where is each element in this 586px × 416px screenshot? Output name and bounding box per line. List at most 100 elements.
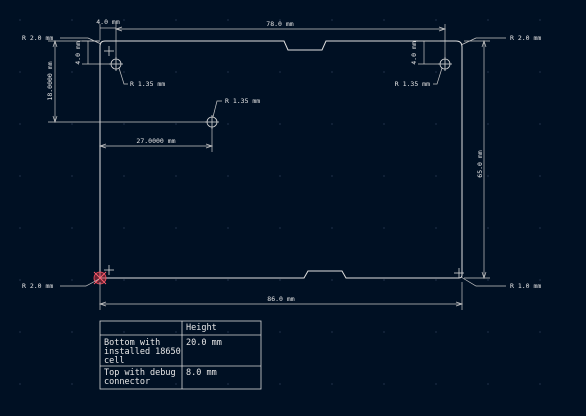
grid-dot: [175, 19, 177, 21]
grid-dot: [71, 175, 73, 177]
grid-dot: [71, 19, 73, 21]
radius-hole-center-label: R 1.35 mm: [225, 97, 260, 105]
crosshair-bottom-left: [104, 265, 114, 275]
grid-dot: [539, 227, 541, 229]
radius-corner-top-left: R 2.0 mm: [22, 34, 102, 45]
radius-hole-right: R 1.35 mm: [395, 67, 443, 88]
hole-right: [438, 57, 452, 71]
grid-dot: [331, 71, 333, 73]
grid-dot: [123, 383, 125, 385]
dimension-width-bottom: 86.0 mm: [98, 282, 464, 310]
grid-dot: [227, 279, 229, 281]
grid-dot: [487, 331, 489, 333]
radius-corner-bottom-right: R 1.0 mm: [460, 276, 541, 290]
grid-dot: [279, 175, 281, 177]
grid-dot: [123, 227, 125, 229]
grid-dot: [19, 331, 21, 333]
table-row-top-value: 8.0 mm: [186, 368, 217, 378]
grid-dot: [175, 175, 177, 177]
grid-dot: [331, 331, 333, 333]
grid-dot: [539, 175, 541, 177]
dimension-hole-offset-x-label: 4.0 mm: [96, 18, 120, 26]
grid-dot: [539, 383, 541, 385]
grid-dots: [19, 19, 541, 385]
radius-hole-left: R 1.35 mm: [118, 67, 165, 88]
grid-dot: [227, 19, 229, 21]
grid-dot: [487, 19, 489, 21]
grid-dot: [175, 331, 177, 333]
grid-dot: [435, 279, 437, 281]
dimension-center-hole-x-label: 27.0000 mm: [136, 137, 175, 145]
grid-dot: [435, 123, 437, 125]
grid-dot: [279, 279, 281, 281]
grid-dot: [279, 71, 281, 73]
grid-dot: [331, 383, 333, 385]
grid-dot: [19, 227, 21, 229]
radius-hole-right-label: R 1.35 mm: [395, 80, 430, 88]
crosshair-top-left: [104, 46, 114, 56]
grid-dot: [331, 279, 333, 281]
grid-dot: [383, 227, 385, 229]
grid-dot: [19, 123, 21, 125]
grid-dot: [279, 383, 281, 385]
table-row-bottom-label: Bottom with installed 18650 cell: [104, 338, 181, 366]
grid-dot: [71, 383, 73, 385]
dimension-hole-offset-y-left-label: 4.0 mm: [74, 41, 82, 65]
dimension-height-label: 65.0 mm: [476, 150, 484, 177]
radius-hole-left-label: R 1.35 mm: [130, 80, 165, 88]
dimension-width-top-label: 78.0 mm: [266, 20, 293, 28]
radius-corner-top-right: R 2.0 mm: [460, 34, 541, 46]
grid-dot: [487, 279, 489, 281]
grid-dot: [123, 123, 125, 125]
grid-dot: [539, 331, 541, 333]
grid-dot: [487, 175, 489, 177]
grid-dot: [123, 279, 125, 281]
crosshair-bottom-right: [454, 268, 464, 278]
grid-dot: [383, 19, 385, 21]
grid-dot: [383, 279, 385, 281]
grid-dot: [19, 383, 21, 385]
dimension-hole-offset-y-right: 4.0 mm: [410, 40, 440, 65]
grid-dot: [279, 331, 281, 333]
grid-dot: [539, 71, 541, 73]
grid-dot: [123, 19, 125, 21]
dimension-hole-offset-x: 4.0 mm: [96, 18, 120, 40]
grid-dot: [227, 175, 229, 177]
radius-corner-top-left-label: R 2.0 mm: [22, 34, 53, 42]
dimension-hole-offset-y-right-label: 4.0 mm: [410, 41, 418, 65]
grid-dot: [227, 123, 229, 125]
grid-dot: [279, 227, 281, 229]
grid-dot: [175, 383, 177, 385]
dimension-center-hole-y: 18.0000 mm: [46, 39, 206, 124]
grid-dot: [435, 331, 437, 333]
grid-dot: [383, 123, 385, 125]
grid-dot: [331, 19, 333, 21]
radius-corner-bottom-left-label: R 2.0 mm: [22, 282, 53, 290]
height-table-grid: [99, 320, 262, 390]
board-outline: [99, 40, 463, 279]
grid-dot: [279, 19, 281, 21]
grid-dot: [487, 71, 489, 73]
dimension-center-hole-x: 27.0000 mm: [98, 128, 214, 152]
grid-dot: [71, 71, 73, 73]
table-row-top-label: Top with debug connector: [104, 368, 176, 387]
grid-dot: [123, 71, 125, 73]
grid-dot: [175, 71, 177, 73]
radius-corner-top-right-label: R 2.0 mm: [510, 34, 541, 42]
grid-dot: [435, 19, 437, 21]
grid-dot: [227, 331, 229, 333]
grid-dot: [331, 123, 333, 125]
grid-dot: [331, 227, 333, 229]
grid-dot: [227, 227, 229, 229]
grid-dot: [123, 331, 125, 333]
dimension-height: 65.0 mm: [464, 39, 490, 280]
grid-dot: [383, 71, 385, 73]
radius-hole-center: R 1.35 mm: [212, 97, 260, 118]
grid-dot: [227, 71, 229, 73]
hole-left: [109, 57, 123, 71]
grid-dot: [175, 227, 177, 229]
grid-dot: [123, 175, 125, 177]
grid-dot: [487, 227, 489, 229]
grid-dot: [331, 175, 333, 177]
